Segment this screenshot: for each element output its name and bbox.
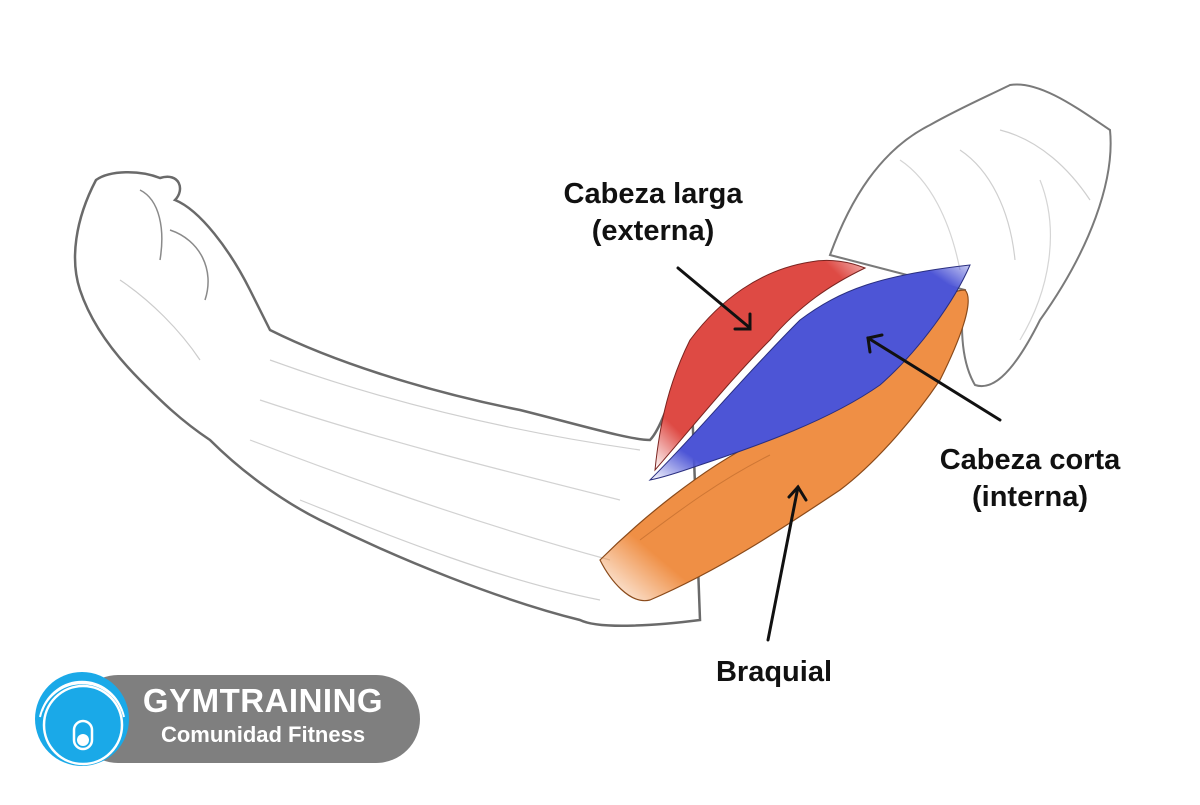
- long-head-muscle: [654, 259, 867, 472]
- label-arrows: [676, 266, 1002, 642]
- brand-badge: GYMTRAINING Comunidad Fitness: [34, 671, 420, 767]
- shoulder-sketch: [828, 83, 1112, 388]
- label-short-head: Cabeza corta (interna): [922, 442, 1138, 516]
- weight-plate-icon: [35, 672, 129, 766]
- label-long-head-line2: (externa): [591, 215, 715, 247]
- label-short-head-line2: (interna): [972, 481, 1088, 513]
- brand-name: GYMTRAINING: [142, 682, 384, 719]
- label-short-head-line1: Cabeza corta: [939, 444, 1121, 476]
- label-long-head-line1: Cabeza larga: [563, 178, 743, 210]
- brand-text: GYMTRAINING Comunidad Fitness: [132, 681, 394, 749]
- label-brachialis: Braquial: [700, 654, 848, 691]
- arrow-short-head: [866, 336, 1002, 422]
- arrow-long-head: [676, 266, 752, 330]
- brand-pill: [74, 675, 420, 763]
- brand-tagline: Comunidad Fitness: [160, 722, 366, 747]
- label-brachialis-line1: Braquial: [715, 656, 833, 688]
- label-long-head: Cabeza larga (externa): [546, 176, 760, 250]
- arrow-brachialis: [766, 485, 800, 642]
- short-head-muscle: [648, 264, 971, 481]
